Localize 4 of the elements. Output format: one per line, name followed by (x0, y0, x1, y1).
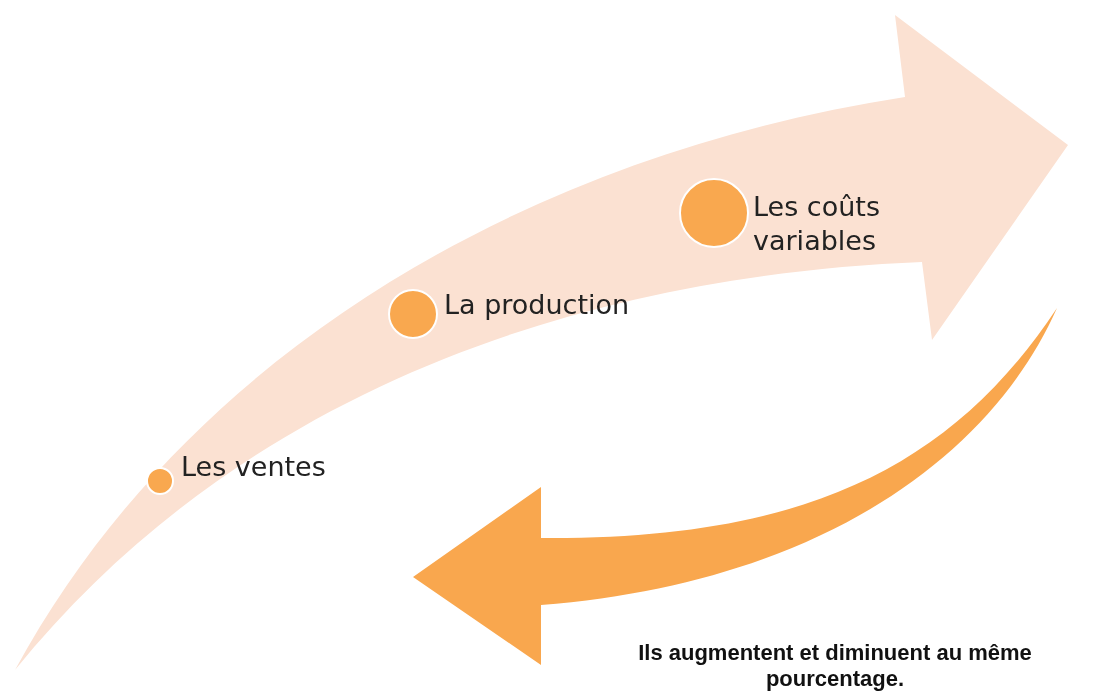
node-label: La production (444, 288, 631, 322)
node-label: Les ventes (181, 450, 327, 484)
note-text: Ils augmentent et diminuent au même pourcentage. (637, 640, 1033, 692)
node-label: Les coûts variables (753, 190, 881, 258)
